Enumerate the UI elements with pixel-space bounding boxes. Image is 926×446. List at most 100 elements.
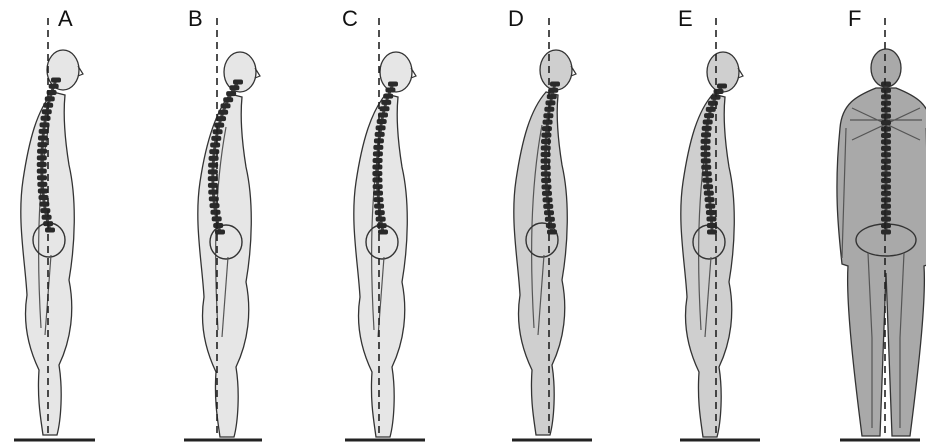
vertebra bbox=[881, 178, 891, 183]
vertebra bbox=[881, 230, 891, 235]
vertebra bbox=[705, 204, 715, 209]
panel-label: A bbox=[58, 6, 73, 31]
vertebra bbox=[701, 139, 711, 144]
vertebra bbox=[377, 119, 387, 124]
vertebra bbox=[233, 80, 243, 85]
vertebra bbox=[37, 182, 47, 187]
vertebra bbox=[881, 159, 891, 164]
vertebra bbox=[37, 155, 47, 160]
panel-label: D bbox=[508, 6, 524, 31]
vertebra bbox=[881, 191, 891, 196]
vertebra bbox=[701, 152, 711, 157]
vertebra bbox=[542, 191, 552, 196]
body-silhouette bbox=[198, 94, 251, 437]
vertebra bbox=[881, 107, 891, 112]
vertebra bbox=[545, 217, 555, 222]
vertebra bbox=[881, 146, 891, 151]
vertebra bbox=[38, 136, 48, 141]
vertebra bbox=[541, 146, 551, 151]
vertebra bbox=[881, 152, 891, 157]
figure-c: C bbox=[342, 6, 425, 440]
vertebra bbox=[881, 223, 891, 228]
vertebra bbox=[38, 188, 48, 193]
vertebra bbox=[881, 88, 891, 93]
vertebra bbox=[543, 197, 553, 202]
vertebra bbox=[388, 82, 398, 87]
vertebra bbox=[42, 215, 52, 220]
head bbox=[224, 52, 256, 92]
vertebra bbox=[373, 145, 383, 150]
vertebra bbox=[210, 210, 220, 215]
vertebra bbox=[706, 107, 716, 112]
vertebra bbox=[373, 191, 383, 196]
vertebra bbox=[376, 217, 386, 222]
vertebra bbox=[218, 110, 228, 115]
vertebra bbox=[702, 178, 712, 183]
vertebra bbox=[881, 94, 891, 99]
vertebra bbox=[378, 230, 388, 235]
figure-f: F bbox=[837, 6, 926, 440]
vertebra bbox=[704, 113, 714, 118]
vertebra bbox=[543, 120, 553, 125]
vertebra bbox=[37, 169, 47, 174]
vertebra bbox=[39, 195, 49, 200]
vertebra bbox=[208, 169, 218, 174]
vertebra bbox=[223, 97, 233, 102]
vertebra bbox=[385, 88, 395, 93]
vertebra bbox=[704, 191, 714, 196]
vertebra bbox=[881, 165, 891, 170]
figure-b: B bbox=[184, 6, 262, 440]
vertebra bbox=[702, 171, 712, 176]
vertebra bbox=[379, 106, 389, 111]
vertebra bbox=[42, 109, 52, 114]
vertebra bbox=[40, 208, 50, 213]
head bbox=[871, 49, 901, 87]
vertebra bbox=[701, 165, 711, 170]
vertebra bbox=[49, 84, 59, 89]
vertebra bbox=[541, 133, 551, 138]
vertebra bbox=[881, 101, 891, 106]
vertebra bbox=[383, 94, 393, 99]
panel-label: F bbox=[848, 6, 861, 31]
vertebra bbox=[550, 82, 560, 87]
figure-a: A bbox=[14, 6, 95, 440]
vertebra bbox=[381, 100, 391, 105]
vertebra bbox=[881, 133, 891, 138]
vertebra bbox=[881, 82, 891, 87]
vertebra bbox=[37, 149, 47, 154]
vertebra bbox=[881, 127, 891, 132]
vertebra bbox=[707, 230, 717, 235]
panel-label: C bbox=[342, 6, 358, 31]
vertebra bbox=[546, 223, 556, 228]
vertebra bbox=[881, 210, 891, 215]
vertebra bbox=[373, 158, 383, 163]
vertebra bbox=[881, 217, 891, 222]
vertebra bbox=[542, 184, 552, 189]
vertebra bbox=[881, 114, 891, 119]
panel-label: E bbox=[678, 6, 693, 31]
vertebra bbox=[372, 164, 382, 169]
vertebra bbox=[717, 84, 727, 89]
vertebra bbox=[705, 197, 715, 202]
vertebra bbox=[701, 132, 711, 137]
body-silhouette bbox=[514, 92, 567, 435]
vertebra bbox=[39, 129, 49, 134]
panel-label: B bbox=[188, 6, 203, 31]
vertebra bbox=[706, 217, 716, 222]
vertebra bbox=[41, 116, 51, 121]
vertebra bbox=[229, 85, 239, 90]
vertebra bbox=[881, 184, 891, 189]
vertebra bbox=[700, 145, 710, 150]
vertebra bbox=[37, 162, 47, 167]
vertebra bbox=[214, 123, 224, 128]
vertebra bbox=[881, 197, 891, 202]
vertebra bbox=[37, 142, 47, 147]
vertebra bbox=[706, 210, 716, 215]
vertebra bbox=[701, 158, 711, 163]
vertebra bbox=[881, 139, 891, 144]
vertebra bbox=[703, 184, 713, 189]
vertebra bbox=[372, 178, 382, 183]
vertebra bbox=[373, 151, 383, 156]
vertebra bbox=[881, 120, 891, 125]
